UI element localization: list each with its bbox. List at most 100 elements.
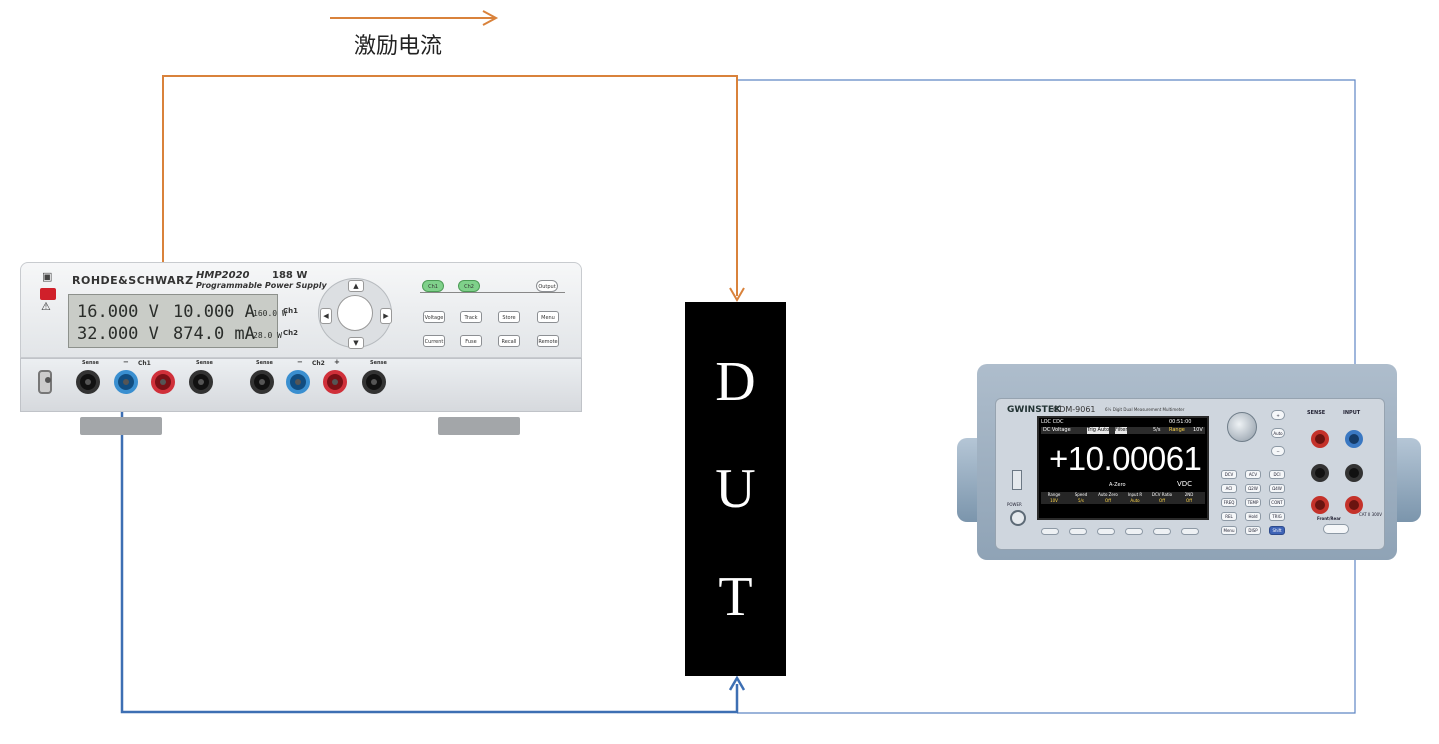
ch2-plus-jack[interactable]: [323, 370, 347, 394]
dmm-reading: +10.00061: [1049, 440, 1202, 477]
left-arrow-icon[interactable]: ◀: [320, 308, 332, 324]
remote-button[interactable]: Remote: [537, 335, 559, 347]
ch2-minus-label: −: [297, 358, 303, 366]
psu-ch2-current: 874.0 mA: [173, 324, 255, 344]
dmm-softkey-5[interactable]: [1153, 528, 1171, 535]
digital-multimeter: GWINSTEK GDM-9061 6½ Digit Dual Measurem…: [955, 352, 1423, 570]
psu-model: HMP2020: [196, 270, 250, 281]
trig-key[interactable]: TRIG: [1269, 512, 1285, 521]
dmm-rate: 5/s: [1153, 427, 1161, 433]
dmm-status-time: 00:51:00: [1169, 419, 1192, 425]
psu-power-button[interactable]: [40, 288, 56, 300]
dmm-softkey-6[interactable]: [1181, 528, 1199, 535]
ch2-sense-plus-jack[interactable]: [362, 370, 386, 394]
dut-block: D U T: [685, 302, 786, 676]
softkey-label: 2ND: [1184, 492, 1194, 497]
ch2-sense-minus-jack[interactable]: [250, 370, 274, 394]
acv-key[interactable]: ACV: [1245, 470, 1261, 479]
usb-port-icon: [1012, 470, 1022, 490]
ch2-button[interactable]: Ch2: [458, 280, 480, 292]
ch1-terminal-label: Ch1: [138, 360, 151, 367]
softkey-label: DCV Ratio: [1151, 492, 1173, 497]
disp-key[interactable]: DISP: [1245, 526, 1261, 535]
freq-key[interactable]: FREQ: [1221, 498, 1237, 507]
dmm-rotary-knob[interactable]: [1227, 412, 1257, 442]
cat-rating-label: CAT II 300V: [1359, 512, 1382, 517]
psu-ch2-voltage: 32.000 V: [77, 324, 159, 344]
ch2-minus-jack[interactable]: [286, 370, 310, 394]
dmm-power-button[interactable]: [1010, 510, 1026, 526]
dmm-subtitle: 6½ Digit Dual Measurement Multimeter: [1105, 407, 1185, 412]
front-rear-button[interactable]: [1323, 524, 1349, 534]
current-10a-terminal[interactable]: [1311, 496, 1329, 514]
psu-button-divider: [420, 292, 565, 293]
softkey-value: Off: [1159, 498, 1165, 503]
ohm4w-key[interactable]: Ω4W: [1269, 484, 1285, 493]
dmm-softkey-bar: Range 10V Speed 5/s Auto Zero Off Input …: [1041, 492, 1205, 504]
hold-key[interactable]: Hold: [1245, 512, 1261, 521]
ch1-minus-jack[interactable]: [114, 370, 138, 394]
dmm-brand: GWINSTEK: [1007, 405, 1061, 415]
input-lo-terminal[interactable]: [1345, 464, 1363, 482]
front-rear-label: Front/Rear: [1317, 516, 1341, 521]
dmm-range-value: 10V: [1193, 427, 1203, 433]
ch1-plus-jack[interactable]: [151, 370, 175, 394]
cont-key[interactable]: CONT: [1269, 498, 1285, 507]
store-button[interactable]: Store: [498, 311, 520, 323]
menu-button[interactable]: Menu: [537, 311, 559, 323]
psu-ch2-power: 28.0 W: [253, 331, 282, 340]
psu-display: 16.000 V 10.000 A 160.0 W 32.000 V 874.0…: [68, 294, 287, 348]
softkey-label: Range: [1047, 492, 1061, 497]
temp-key[interactable]: TEMP: [1245, 498, 1261, 507]
right-arrow-icon[interactable]: ▶: [380, 308, 392, 324]
voltage-button[interactable]: Voltage: [423, 311, 445, 323]
sense-hi-terminal[interactable]: [1311, 430, 1329, 448]
current-button[interactable]: Current: [423, 335, 445, 347]
menu-key[interactable]: Menu: [1221, 526, 1237, 535]
shift-key[interactable]: Shift: [1269, 526, 1285, 535]
psu-standby-icon: ▣: [42, 270, 53, 283]
psu-select-knob[interactable]: [337, 295, 373, 331]
ground-terminal[interactable]: [38, 370, 52, 394]
aci-key[interactable]: ACI: [1221, 484, 1237, 493]
dcv-key[interactable]: DCV: [1221, 470, 1237, 479]
down-arrow-icon[interactable]: ▼: [348, 337, 364, 349]
psu-power-rating: 188 W: [272, 270, 308, 281]
ohm2w-key[interactable]: Ω2W: [1245, 484, 1261, 493]
ch1-button[interactable]: Ch1: [422, 280, 444, 292]
dut-letter-t: T: [718, 565, 753, 628]
psu-ch1-power: 160.0 W: [253, 309, 287, 318]
fuse-button[interactable]: Fuse: [460, 335, 482, 347]
psu-ch2-readout: 32.000 V 874.0 mA 28.0 W: [77, 324, 282, 344]
dmm-auto-key[interactable]: Auto: [1271, 428, 1285, 438]
input-label: INPUT: [1343, 410, 1361, 416]
ch1-minus-label: −: [123, 358, 129, 366]
dmm-range-label: Range: [1169, 427, 1185, 433]
dmm-softkey-4[interactable]: [1125, 528, 1143, 535]
current-ma-terminal[interactable]: [1345, 496, 1363, 514]
rel-key[interactable]: REL: [1221, 512, 1237, 521]
dmm-softkey-3[interactable]: [1097, 528, 1115, 535]
psu-ch1-tag: Ch1: [283, 307, 298, 315]
dmm-softkey-1[interactable]: [1041, 528, 1059, 535]
excitation-wire: [162, 75, 738, 385]
sense-lo-terminal[interactable]: [1311, 464, 1329, 482]
psu-ch2-tag: Ch2: [283, 329, 298, 337]
psu-navigation-pad: ▲ ▼ ◀ ▶: [318, 278, 392, 349]
dci-key[interactable]: DCI: [1269, 470, 1285, 479]
psu-ch1-current: 10.000 A: [173, 302, 255, 322]
track-button[interactable]: Track: [460, 311, 482, 323]
recall-button[interactable]: Recall: [498, 335, 520, 347]
output-button[interactable]: Output: [536, 280, 558, 292]
dmm-status-left: LOC CDC: [1041, 419, 1064, 425]
ch1-sense-plus-jack[interactable]: [189, 370, 213, 394]
softkey-value: Off: [1186, 498, 1192, 503]
dmm-softkey-2[interactable]: [1069, 528, 1087, 535]
up-arrow-icon[interactable]: ▲: [348, 280, 364, 292]
dmm-up-key[interactable]: +: [1271, 410, 1285, 420]
softkey-value: 10V: [1050, 498, 1058, 503]
input-hi-terminal[interactable]: [1345, 430, 1363, 448]
dmm-down-key[interactable]: −: [1271, 446, 1285, 456]
excitation-current-label: 激励电流: [354, 34, 443, 59]
ch1-sense-minus-jack[interactable]: [76, 370, 100, 394]
